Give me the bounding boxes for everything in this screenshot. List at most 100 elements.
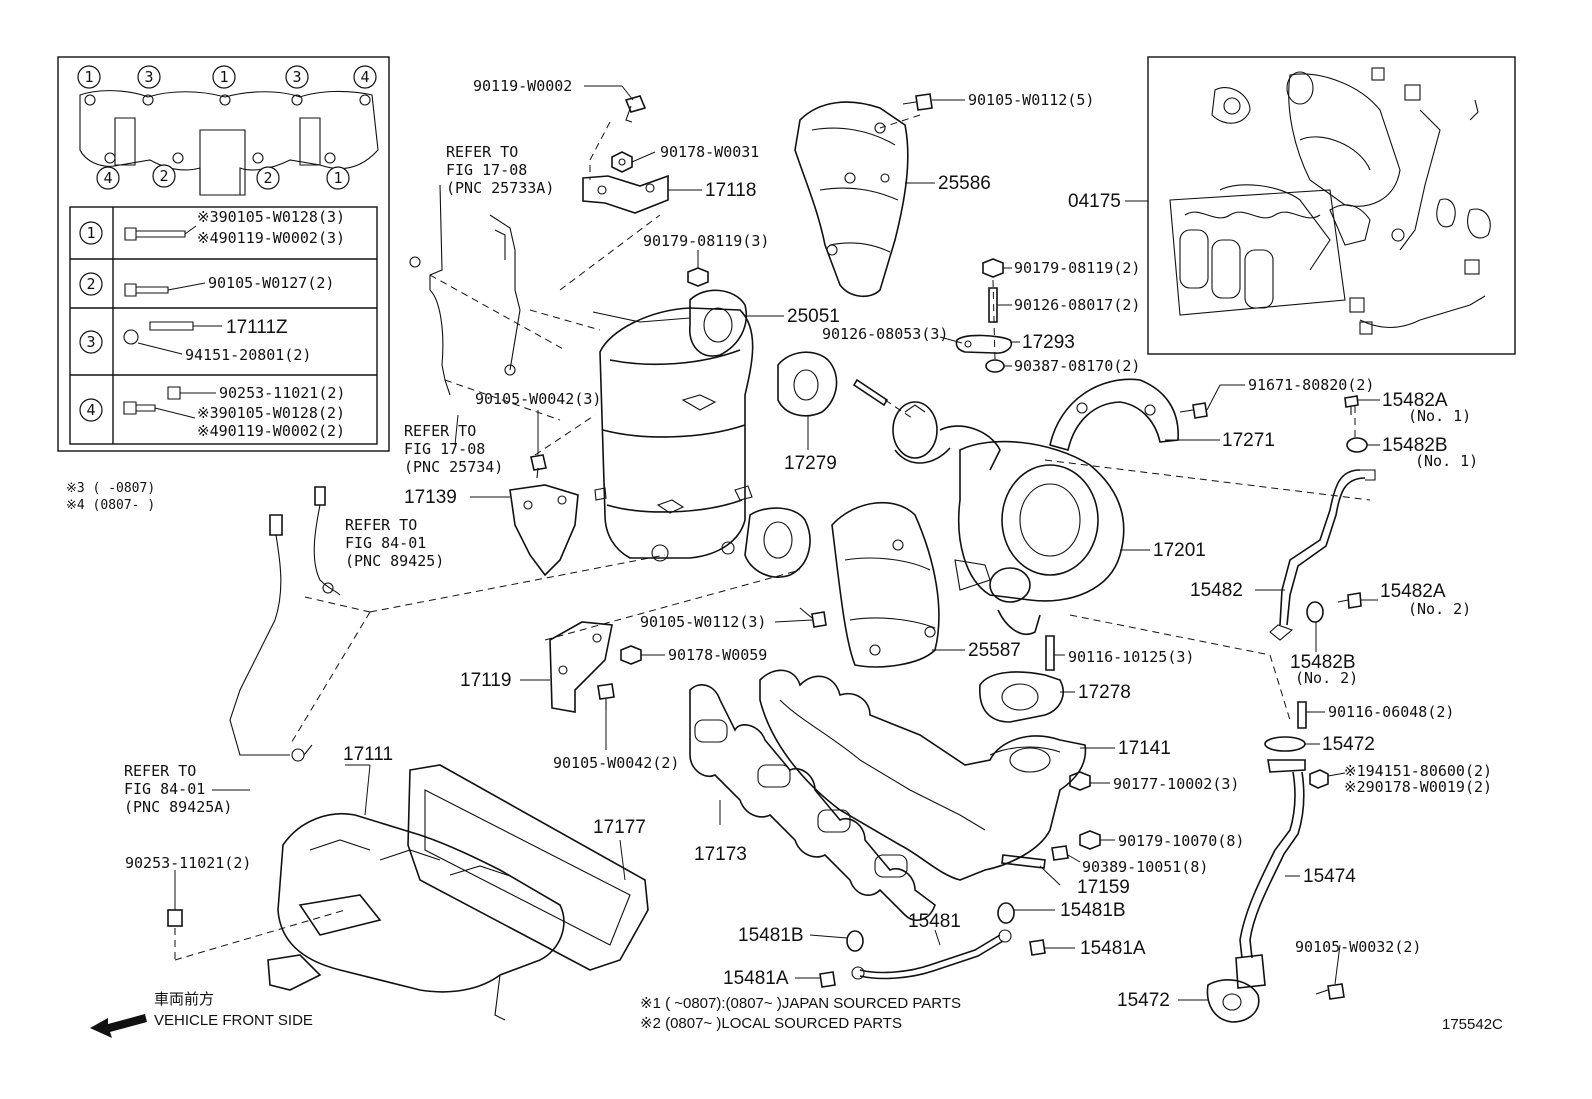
bracket-17139 [509, 484, 579, 577]
note-4-applicability: ※4 (0807- ) [66, 498, 155, 513]
callout-bottom-4: 1 [333, 169, 342, 187]
nut-90179-08119-2 [982, 258, 1004, 278]
label-90178-w0031: 90178-W0031 [660, 143, 759, 161]
exhaust-manifold-17141 [759, 669, 1087, 881]
callout-top-5: 4 [360, 68, 369, 86]
bolt-90105-w0042-3 [530, 454, 547, 479]
legend-table: 1 2 3 4 ※390105-W0128(3) ※490119-W0002(3… [69, 206, 378, 445]
gasket-15472-lower [1206, 979, 1260, 1023]
union-bolt-15481a-left [819, 971, 836, 988]
heat-insulator-25587 [831, 501, 940, 668]
plate-17293 [955, 334, 1013, 354]
label-90178-w0019: ※290178-W0019(2) [1344, 778, 1492, 796]
bolt-legend-panel: 1 3 1 3 4 4 2 2 1 1 2 3 [57, 56, 390, 452]
label-15482a-no2-suffix: (No. 2) [1408, 600, 1471, 618]
union-bolt-15481a-right [1029, 939, 1046, 956]
leader-lines [174, 85, 1380, 1001]
callout-bottom-2: 2 [159, 167, 168, 185]
label-90389-10051: 90389-10051(8) [1082, 858, 1208, 876]
gasket-15482b-no1 [1346, 437, 1368, 453]
label-91671-80820: 91671-80820(2) [1248, 376, 1374, 394]
label-90105-w0042-3: 90105-W0042(3) [475, 390, 601, 408]
label-15482a-no1: 15482A [1382, 390, 1448, 411]
label-15482a-no2: 15482A [1380, 581, 1446, 602]
label-15472-lower: 15472 [1117, 990, 1170, 1011]
stud-90116-10125 [1045, 635, 1055, 671]
bolt-90105-w0032 [1315, 983, 1345, 1000]
label-17279: 17279 [784, 453, 837, 474]
nut-94151-80600 [1309, 769, 1329, 789]
gasket-15481b-right [997, 902, 1015, 924]
heat-insulator-25586 [794, 101, 909, 298]
ref-89425-line-3: (PNC 89425) [345, 552, 444, 570]
legend-top-callouts: 1 3 1 3 4 4 2 2 1 [77, 65, 377, 190]
label-90179-08119-2: 90179-08119(2) [1014, 259, 1140, 277]
gasket-17177 [407, 764, 649, 971]
label-17111: 17111 [343, 744, 393, 765]
bolt-91671-80820 [1179, 402, 1208, 419]
label-15481b-right: 15481B [1060, 900, 1126, 921]
gasket-17173 [689, 684, 936, 921]
callout-top-3: 1 [219, 68, 228, 86]
ref-89425-line-2: FIG 84-01 [345, 534, 426, 552]
gasket-15472-upper [1264, 736, 1306, 752]
intake-manifold-17111 [267, 813, 565, 1021]
note-local-sourced: ※2 (0807~ )LOCAL SOURCED PARTS [640, 1015, 902, 1032]
washer-90387-08170 [985, 359, 1005, 373]
label-15482b-no2: 15482B [1290, 652, 1356, 673]
label-25051: 25051 [787, 306, 840, 327]
label-15482b-no1: 15482B [1382, 435, 1448, 456]
refer-to-notes: REFER TO FIG 17-08 (PNC 25733A) REFER TO… [124, 143, 554, 816]
label-15482b-no1-suffix: (No. 1) [1415, 452, 1478, 470]
label-25586: 25586 [938, 173, 991, 194]
legend-row-2-num: 2 [86, 275, 95, 293]
note-3-applicability: ※3 ( -0807) [66, 481, 155, 496]
nut-90178-w0059 [620, 645, 642, 665]
label-15482: 15482 [1190, 580, 1243, 601]
ref-25733a-line-1: REFER TO [446, 143, 518, 161]
label-17119: 17119 [460, 670, 511, 691]
label-15481: 15481 [908, 911, 961, 932]
ref-25734-line-1: REFER TO [404, 422, 476, 440]
label-17118: 17118 [705, 180, 756, 201]
gasket-15481b-left [846, 930, 864, 952]
insulator-17271 [1049, 378, 1179, 451]
gasket-17279 [777, 351, 838, 417]
ref-89425-line-1: REFER TO [345, 516, 417, 534]
label-17159: 17159 [1077, 877, 1130, 898]
egr-pipe-25733a [409, 184, 521, 396]
label-17278: 17278 [1078, 682, 1131, 703]
bracket-17119 [549, 621, 613, 713]
label-04175: 04175 [1068, 191, 1121, 212]
legend-row-4-num: 4 [86, 401, 95, 419]
bolt-90105-w0042-2 [597, 683, 615, 710]
label-15472-upper: 15472 [1322, 734, 1375, 755]
label-90179-08119-3: 90179-08119(3) [643, 232, 769, 250]
callout-bottom-1: 4 [103, 169, 112, 187]
label-15482a-no1-suffix: (No. 1) [1408, 407, 1471, 425]
label-90179-10070: 90179-10070(8) [1118, 832, 1244, 850]
label-90253-11021: 90253-11021(2) [125, 854, 251, 872]
legend-row-2-line-1: 90105-W0127(2) [208, 274, 334, 292]
bolt-90119-w0002 [624, 95, 647, 123]
ref-25734-line-2: FIG 17-08 [404, 440, 485, 458]
turbocharger-17201 [892, 401, 1125, 635]
legend-row-3-line-2: 94151-20801(2) [185, 346, 311, 364]
ref-25733a-line-2: FIG 17-08 [446, 161, 527, 179]
union-bolt-15482a-no2 [1337, 592, 1362, 609]
stud-90126-08017 [988, 287, 998, 323]
bolt-90105-w0112-3 [799, 607, 827, 628]
label-90116-06048: 90116-06048(2) [1328, 703, 1454, 721]
ref-89425a-line-1: REFER TO [124, 762, 196, 780]
legend-row-1-num: 1 [86, 224, 95, 242]
part-labels: 90119-W0002 90178-W0031 17118 90179-0811… [125, 77, 1492, 1011]
diagram-id: 175542C [1442, 1016, 1503, 1033]
label-17173: 17173 [694, 844, 747, 865]
ref-89425a-line-2: FIG 84-01 [124, 780, 205, 798]
label-90105-w0112-3: 90105-W0112(3) [640, 613, 766, 631]
union-bolt-15482a-no1 [1344, 395, 1359, 415]
nut-90179-08119-3 [687, 267, 709, 287]
legend-row-3-line-1: 17111Z [226, 317, 288, 338]
callout-top-1: 1 [84, 68, 93, 86]
